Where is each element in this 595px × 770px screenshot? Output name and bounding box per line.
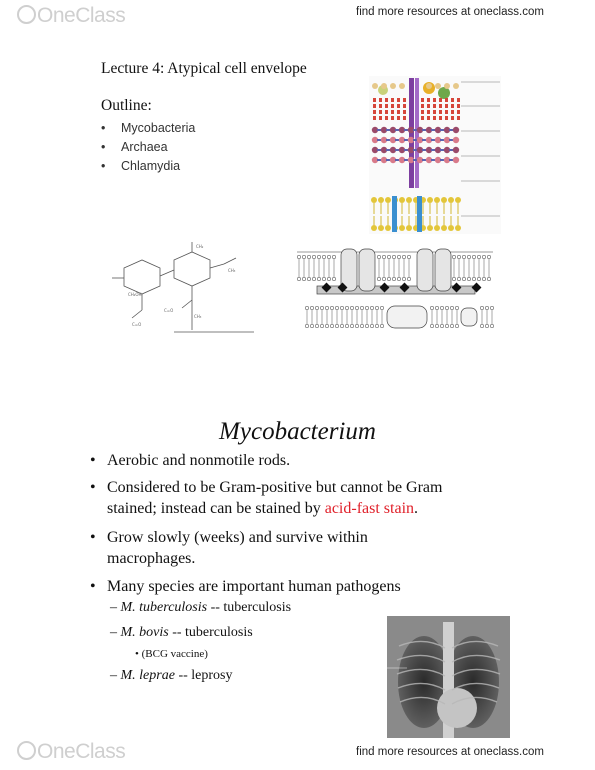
- oneclass-logo: OneClass: [17, 4, 126, 28]
- bullet-icon: •: [90, 529, 96, 546]
- outer-membrane-diagram: [296, 248, 495, 329]
- logo-circle-icon: [17, 5, 36, 24]
- svg-text:CH₂: CH₂: [196, 244, 204, 249]
- sub-tuberculosis: – M. tuberculosis -- tuberculosis: [110, 600, 292, 615]
- slide-title: Mycobacterium: [219, 418, 376, 445]
- outline-item: Chlamydia: [101, 158, 195, 174]
- sub-bovis: – M. bovis -- tuberculosis: [110, 625, 253, 640]
- acid-fast-highlight: acid-fast stain: [324, 500, 415, 517]
- bullet-icon: •: [90, 578, 96, 595]
- footer-link[interactable]: find more resources at oneclass.com: [356, 746, 544, 758]
- bullet-icon: •: [90, 479, 96, 496]
- bullet-icon: •: [90, 452, 96, 469]
- oneclass-logo-footer: OneClass: [17, 740, 126, 764]
- logo-circle-icon: [17, 741, 36, 760]
- mycobacterial-envelope-diagram: [369, 76, 501, 234]
- lecture-title: Lecture 4: Atypical cell envelope: [101, 60, 307, 77]
- svg-text:C=O: C=O: [132, 322, 141, 327]
- svg-text:CH₂OH: CH₂OH: [128, 292, 142, 297]
- bullet-pathogens: • Many species are important human patho…: [90, 578, 401, 595]
- peptidoglycan-structure-diagram: CH₂OH CH₂ C=O C=O CH₃ CH₃: [112, 242, 254, 333]
- svg-text:C=O: C=O: [164, 308, 173, 313]
- outline-item: Archaea: [101, 139, 195, 155]
- outline-heading: Outline:: [101, 97, 152, 114]
- chest-xray-image: [387, 616, 510, 738]
- bullet-gram: • Considered to be Gram-positive but can…: [90, 479, 443, 517]
- sub-bcg: • (BCG vaccine): [135, 648, 208, 660]
- svg-text:CH₃: CH₃: [228, 268, 236, 273]
- sub-leprae: – M. leprae -- leprosy: [110, 668, 233, 683]
- outline-item: Mycobacteria: [101, 120, 195, 136]
- bullet-growth: • Grow slowly (weeks) and survive within…: [90, 529, 368, 567]
- outline-list: Mycobacteria Archaea Chlamydia: [101, 120, 195, 177]
- bullet-aerobic: • Aerobic and nonmotile rods.: [90, 452, 291, 469]
- header-link[interactable]: find more resources at oneclass.com: [356, 6, 544, 18]
- svg-text:CH₃: CH₃: [194, 314, 202, 319]
